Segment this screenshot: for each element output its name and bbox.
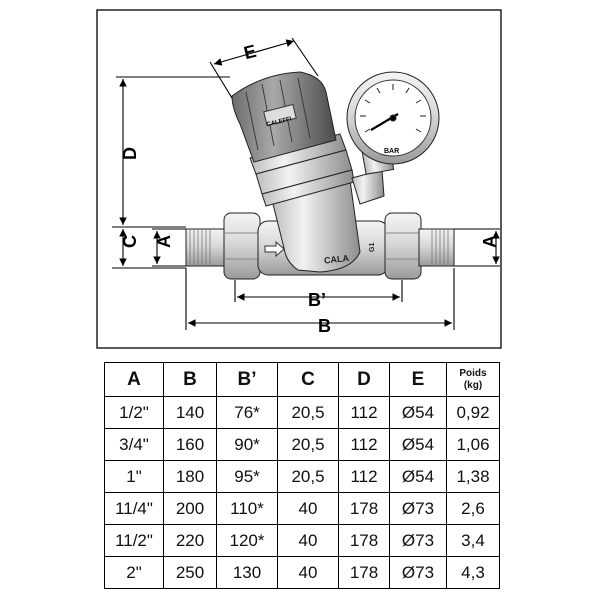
table-cell: 3,4 (446, 524, 500, 557)
table-row: 11/4" 200 110* 40 178 Ø73 2,6 (104, 492, 500, 525)
table-cell: Ø54 (389, 396, 447, 429)
header-weight: Poids(kg) (446, 362, 500, 397)
table-cell: 110* (216, 492, 278, 525)
dimension-lines (112, 37, 500, 330)
table-cell: 1,38 (446, 460, 500, 493)
table-cell: Ø73 (389, 556, 447, 589)
table-cell: 112 (338, 460, 390, 493)
table-cell: 2" (104, 556, 164, 589)
table-cell: 2,6 (446, 492, 500, 525)
table-cell: 220 (163, 524, 217, 557)
table-cell: Ø54 (389, 460, 447, 493)
table-cell: 11/4" (104, 492, 164, 525)
table-cell: 40 (277, 556, 339, 589)
table-header-row: A B B’ C D E Poids(kg) (104, 362, 500, 397)
table-cell: 120* (216, 524, 278, 557)
flow-arrow (264, 240, 285, 258)
table-cell: 11/2" (104, 524, 164, 557)
header-weight-label: Poids (459, 367, 487, 379)
table-cell: 178 (338, 524, 390, 557)
table-row: 1/2" 140 76* 20,5 112 Ø54 0,92 (104, 396, 500, 429)
table-cell: 178 (338, 556, 390, 589)
left-union-nut (223, 212, 261, 280)
right-thread (418, 228, 455, 267)
table-cell: 95* (216, 460, 278, 493)
dim-label-c: C (120, 235, 140, 248)
table-cell: 140 (163, 396, 217, 429)
header-a: A (104, 362, 164, 397)
header-e: E (389, 362, 447, 397)
table-cell: 112 (338, 396, 390, 429)
dim-label-e: E (242, 41, 258, 63)
table-cell: Ø54 (389, 428, 447, 461)
table-cell: 250 (163, 556, 217, 589)
table-cell: 20,5 (277, 460, 339, 493)
header-weight-unit: (kg) (463, 379, 483, 391)
dim-label-a-right: A (480, 235, 500, 248)
dim-label-d: D (120, 147, 140, 160)
dim-label-a-left: A (154, 235, 174, 248)
gauge-stem (351, 169, 385, 205)
table-cell: Ø73 (389, 492, 447, 525)
table-cell: Ø73 (389, 524, 447, 557)
header-b-prime: B’ (216, 362, 278, 397)
table-cell: 3/4" (104, 428, 164, 461)
table-row: 2" 250 130 40 178 Ø73 4,3 (104, 556, 500, 589)
table-cell: 90* (216, 428, 278, 461)
valve-technical-drawing: BAR CALEFFI CALA G1 E D C A A B’ B (96, 9, 502, 349)
table-row: 11/2" 220 120* 40 178 Ø73 3,4 (104, 524, 500, 557)
dim-label-b: B (318, 316, 331, 336)
table-cell: 20,5 (277, 428, 339, 461)
table-cell: 76* (216, 396, 278, 429)
body-marking-right: G1 (369, 243, 376, 252)
dimensions-table: A B B’ C D E Poids(kg) 1/2" 140 76* 20,5… (104, 362, 500, 589)
header-c: C (277, 362, 339, 397)
table-cell: 130 (216, 556, 278, 589)
dim-label-b-prime: B’ (308, 290, 326, 310)
table-row: 3/4" 160 90* 20,5 112 Ø54 1,06 (104, 428, 500, 461)
table-cell: 1,06 (446, 428, 500, 461)
table-cell: 0,92 (446, 396, 500, 429)
header-d: D (338, 362, 390, 397)
table-cell: 4,3 (446, 556, 500, 589)
right-union-nut (384, 212, 422, 280)
table-row: 1" 180 95* 20,5 112 Ø54 1,38 (104, 460, 500, 493)
table-cell: 20,5 (277, 396, 339, 429)
table-cell: 180 (163, 460, 217, 493)
table-cell: 40 (277, 492, 339, 525)
header-b: B (163, 362, 217, 397)
table-cell: 1" (104, 460, 164, 493)
valve-illustration (185, 71, 455, 280)
drawing-frame (96, 9, 502, 349)
table-cell: 112 (338, 428, 390, 461)
gauge-bar-label: BAR (384, 148, 399, 155)
table-cell: 178 (338, 492, 390, 525)
table-cell: 200 (163, 492, 217, 525)
body-marking: CALA (324, 253, 350, 266)
table-cell: 160 (163, 428, 217, 461)
table-cell: 40 (277, 524, 339, 557)
valve-cylinder (271, 179, 361, 273)
table-cell: 1/2" (104, 396, 164, 429)
